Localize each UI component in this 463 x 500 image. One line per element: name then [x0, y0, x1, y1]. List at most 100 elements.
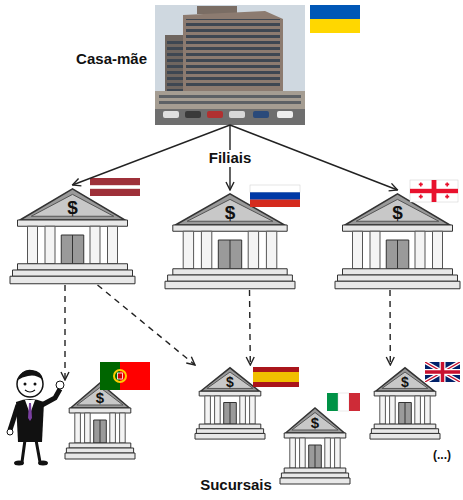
dashed-arrow [249, 290, 251, 365]
flag-stripe [310, 19, 360, 33]
bank-step [338, 275, 458, 281]
flag-field [100, 362, 120, 390]
bank-door [224, 403, 237, 425]
bank-column [90, 226, 100, 264]
currency-symbol: $ [280, 415, 350, 430]
man-tie [28, 403, 32, 421]
man-eye [24, 383, 27, 386]
flag-ukraine [310, 5, 360, 33]
flag-small-crosses [419, 182, 449, 198]
bank-step [280, 478, 350, 484]
flag-stripe [327, 393, 338, 411]
bank-column [335, 438, 341, 468]
man-shoe [14, 461, 24, 466]
bank-architrave [18, 220, 128, 226]
podium-windows [159, 94, 301, 106]
bank-architrave [343, 225, 453, 231]
building-podium [155, 91, 305, 109]
flag-field [253, 367, 299, 387]
man-hand [56, 381, 64, 389]
bank-step [343, 269, 453, 275]
flag-field [120, 362, 150, 390]
bank-step [374, 424, 436, 429]
flag-saltire [425, 362, 460, 382]
bank-column [240, 396, 246, 424]
businessman-figure [7, 370, 64, 466]
solid-arrow [230, 125, 398, 190]
bank-step [199, 424, 261, 429]
bank-step [10, 276, 135, 284]
flag-cross [425, 362, 460, 382]
flag-stripe [250, 192, 300, 199]
currency-symbol: $ [65, 390, 135, 405]
bank-column [415, 396, 421, 424]
bank-column [205, 396, 211, 424]
bank-column [290, 438, 296, 468]
bank-column [215, 396, 221, 424]
bank-door [61, 235, 84, 264]
flag-portugal [100, 362, 150, 390]
flag-stripe [250, 200, 300, 207]
bank-step [196, 429, 263, 434]
bank-step [173, 269, 287, 275]
flag-stripe [250, 185, 300, 192]
bank-step [18, 264, 128, 270]
dashed-arrow [98, 285, 196, 365]
bank-door-split [72, 235, 73, 264]
bank-step [65, 453, 135, 459]
bank-door-split [230, 403, 231, 425]
bank-column [183, 231, 193, 269]
bank-icon: $ [335, 190, 460, 290]
flag-stripe [310, 5, 360, 19]
bank-architrave [284, 433, 346, 438]
man-arm [10, 405, 18, 430]
flag-stripe [349, 393, 360, 411]
bank-door-split [397, 240, 398, 269]
bank-column [380, 396, 386, 424]
bank-column [390, 396, 396, 424]
headquarters-photo: Casa-mãe [155, 5, 305, 125]
bank-step [69, 443, 131, 448]
flag-field [90, 178, 140, 196]
currency-symbol: $ [10, 198, 135, 217]
bank-column [425, 396, 431, 424]
bank-column [85, 413, 91, 443]
group-label: (...) [431, 449, 453, 462]
bank-icon: $ [10, 185, 135, 285]
bank-door [218, 240, 241, 269]
bank-column [300, 438, 306, 468]
flag-field [410, 180, 458, 202]
bank-architrave [199, 391, 261, 396]
currency-symbol: $ [335, 203, 460, 222]
bank-column [108, 226, 118, 264]
flag-sphere [114, 370, 126, 382]
flag-cross [410, 189, 458, 193]
car [207, 111, 223, 118]
car [185, 111, 201, 118]
man-legs [22, 440, 40, 462]
node-heading: Casa-mãe [76, 51, 147, 66]
building-tower [183, 11, 283, 103]
man-hand [7, 429, 13, 435]
bank-architrave [173, 225, 287, 231]
bank-column [433, 231, 443, 269]
bank-step [284, 468, 346, 473]
man-suit [16, 399, 44, 442]
flag-russia [250, 185, 300, 207]
flag-stripe [90, 185, 140, 189]
bank-step [371, 429, 438, 434]
man-eye [34, 383, 37, 386]
bank-column [248, 231, 258, 269]
flag-latvia [90, 178, 140, 196]
flag-italy [327, 393, 360, 411]
bank-step [168, 275, 293, 281]
bank-column [28, 226, 38, 264]
bank-door-split [230, 240, 231, 269]
bank-architrave [374, 391, 436, 396]
flag-saltire [425, 362, 460, 382]
bank-column [201, 231, 211, 269]
bank-icon: $ [65, 380, 135, 460]
